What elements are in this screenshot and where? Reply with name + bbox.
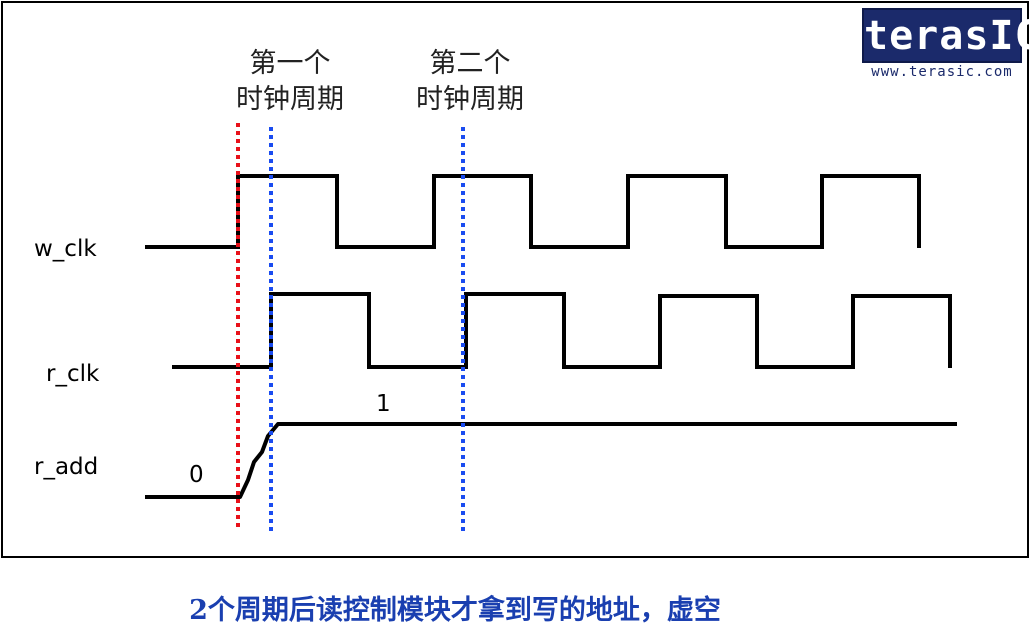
terasic-logo: terasIC www.terasic.com bbox=[862, 8, 1033, 88]
timing-diagram bbox=[145, 123, 957, 532]
logo-url: www.terasic.com bbox=[871, 64, 1013, 80]
r-add-label: r_add bbox=[34, 454, 99, 480]
first-period-label: 第一个 时钟周期 bbox=[220, 46, 360, 118]
r-add-value-before: 0 bbox=[189, 462, 204, 488]
w-clk-waveform bbox=[145, 174, 921, 249]
second-period-line2: 时钟周期 bbox=[416, 84, 524, 115]
r-clk-waveform bbox=[172, 292, 952, 369]
logo-brand: terasIC bbox=[862, 8, 1033, 63]
first-period-line1: 第一个 bbox=[249, 48, 331, 79]
second-period-label: 第二个 时钟周期 bbox=[400, 46, 540, 118]
diagram-frame bbox=[1, 1, 1029, 558]
second-period-line1: 第二个 bbox=[429, 48, 511, 79]
r-add-value-after: 1 bbox=[376, 391, 391, 417]
caption: 2个周期后读控制模块才拿到写的地址，虚空 bbox=[189, 595, 721, 626]
r-clk-label: r_clk bbox=[46, 361, 100, 387]
w-clk-label: w_clk bbox=[34, 236, 97, 262]
r-add-waveform bbox=[145, 422, 957, 499]
first-period-line2: 时钟周期 bbox=[236, 84, 344, 115]
